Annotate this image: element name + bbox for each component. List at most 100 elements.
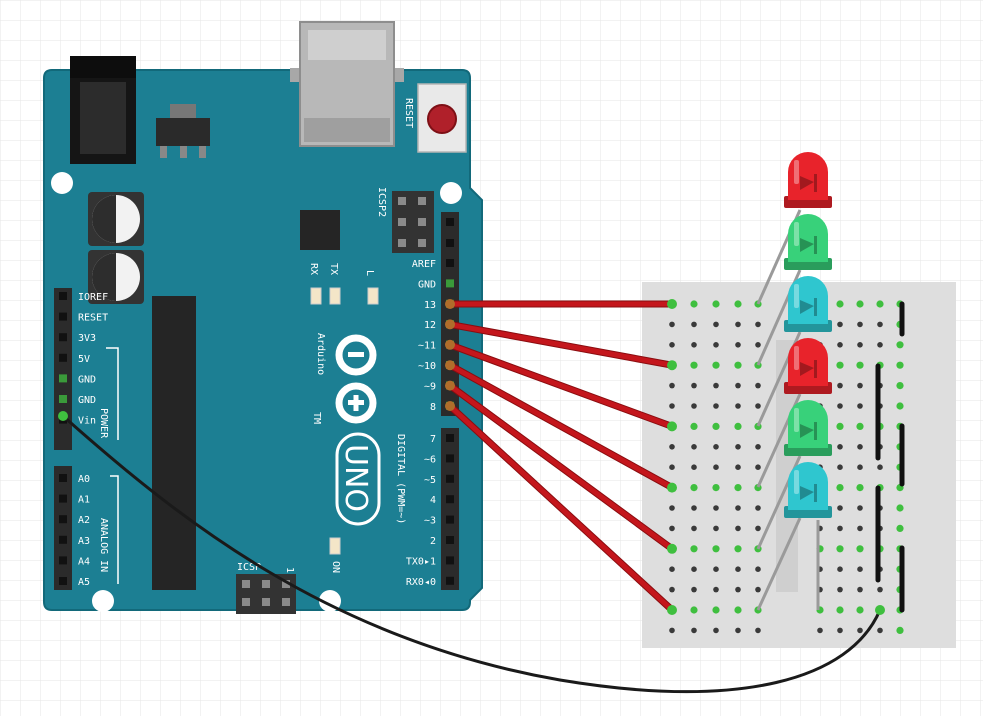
ground-wire (61, 414, 882, 694)
breadboard-hole (734, 606, 742, 614)
digital-pin (446, 536, 454, 544)
digital-pin (446, 218, 454, 226)
breadboard-hole (734, 422, 742, 430)
wire-end (667, 360, 677, 371)
breadboard-hole (837, 321, 843, 328)
breadboard-hole (857, 403, 863, 409)
digital-pin-label: ~5 (424, 475, 436, 486)
digital-label: DIGITAL (PWM=~) (395, 434, 406, 524)
breadboard-hole (690, 422, 698, 430)
on-led (329, 537, 341, 555)
analog-pin (59, 535, 67, 544)
breadboard-hole (755, 566, 761, 572)
breadboard-hole (837, 586, 843, 593)
digital-pin (446, 279, 454, 288)
breadboard-hole (713, 382, 719, 389)
digital-pin-label: 2 (430, 536, 436, 547)
breadboard-hole (735, 566, 741, 572)
led-cyan (784, 462, 832, 518)
breadboard-hole (713, 444, 719, 450)
logo-symbols (348, 352, 364, 411)
microcontroller-chip (152, 296, 196, 590)
breadboard-hole (896, 626, 904, 635)
breadboard-hole (669, 464, 675, 471)
breadboard-hole (857, 321, 863, 328)
breadboard-hole (735, 321, 741, 328)
digital-pin-label: 12 (424, 320, 436, 331)
breadboard-hole (877, 342, 883, 348)
signal-wire (447, 342, 675, 429)
breadboard-hole (877, 586, 883, 593)
wire-end (667, 482, 677, 493)
breadboard-hole (755, 444, 761, 450)
digital-pin (446, 556, 454, 565)
analog-pin-label: A4 (78, 556, 90, 567)
mounting-hole (440, 182, 462, 204)
breadboard-hole (691, 627, 697, 634)
breadboard-hole (713, 627, 719, 634)
breadboard-hole (712, 361, 720, 369)
breadboard-hole (691, 342, 697, 348)
breadboard-hole (755, 505, 761, 511)
power-pin (59, 395, 67, 403)
digital-pin-label: ~10 (418, 361, 436, 372)
breadboard-hole (755, 403, 761, 409)
wire-end (667, 421, 677, 432)
dc-power-jack (70, 56, 136, 164)
digital-pin-label: GND (418, 279, 436, 290)
breadboard-hole (837, 464, 843, 471)
digital-pin-label: 7 (430, 434, 436, 445)
breadboard-hole (856, 606, 864, 614)
breadboard-hole (836, 300, 844, 308)
breadboard-hole (857, 586, 863, 593)
breadboard-hole (669, 627, 675, 634)
wire-end (445, 339, 455, 350)
icsp2-header (392, 191, 434, 253)
analog-pin (59, 556, 67, 565)
reset-button (417, 83, 467, 153)
power-pin-label: 3V3 (78, 333, 96, 344)
digital-pin (446, 495, 454, 504)
tx-label: TX (328, 263, 339, 275)
breadboard-hole (755, 382, 761, 389)
capacitor (88, 192, 144, 246)
breadboard-hole (755, 321, 761, 328)
digital-pin-label: ~3 (424, 516, 436, 527)
breadboard-hole (857, 464, 863, 471)
breadboard-hole (837, 627, 843, 634)
breadboard-hole (690, 606, 698, 614)
analog-pin-label: A0 (78, 474, 90, 485)
wire-end (667, 299, 677, 309)
breadboard-hole (755, 525, 761, 532)
breadboard-hole (857, 342, 863, 348)
power-pin-label: Vin (78, 416, 96, 427)
power-pin-label: IOREF (78, 292, 108, 303)
breadboard-hole (837, 403, 843, 409)
l-label: L (364, 270, 375, 276)
signal-wire (447, 403, 675, 613)
led-leg (756, 517, 802, 611)
breadboard-hole (876, 300, 884, 308)
digital-pin-label: ~6 (424, 454, 436, 465)
breadboard-hole (755, 586, 761, 593)
breadboard-hole (691, 586, 697, 593)
breadboard-hole (735, 627, 741, 634)
breadboard-hole (691, 566, 697, 572)
breadboard-hole (857, 566, 863, 572)
signal-wire (447, 321, 675, 368)
on-label: ON (330, 561, 341, 573)
breadboard-hole (856, 545, 864, 553)
rx-label: RX (308, 263, 319, 275)
breadboard-hole (856, 361, 864, 369)
arduino-logo-icon (335, 334, 377, 424)
breadboard-hole (712, 422, 720, 430)
breadboard-hole (669, 382, 675, 389)
breadboard-hole (735, 444, 741, 450)
digital-pin (446, 454, 454, 463)
wire-end (58, 411, 68, 421)
capacitor (88, 250, 144, 304)
uno-badge (335, 432, 381, 526)
breadboard-hole (690, 484, 698, 492)
trademark-label: TM (311, 412, 322, 424)
uno-label: UNO (338, 444, 373, 512)
